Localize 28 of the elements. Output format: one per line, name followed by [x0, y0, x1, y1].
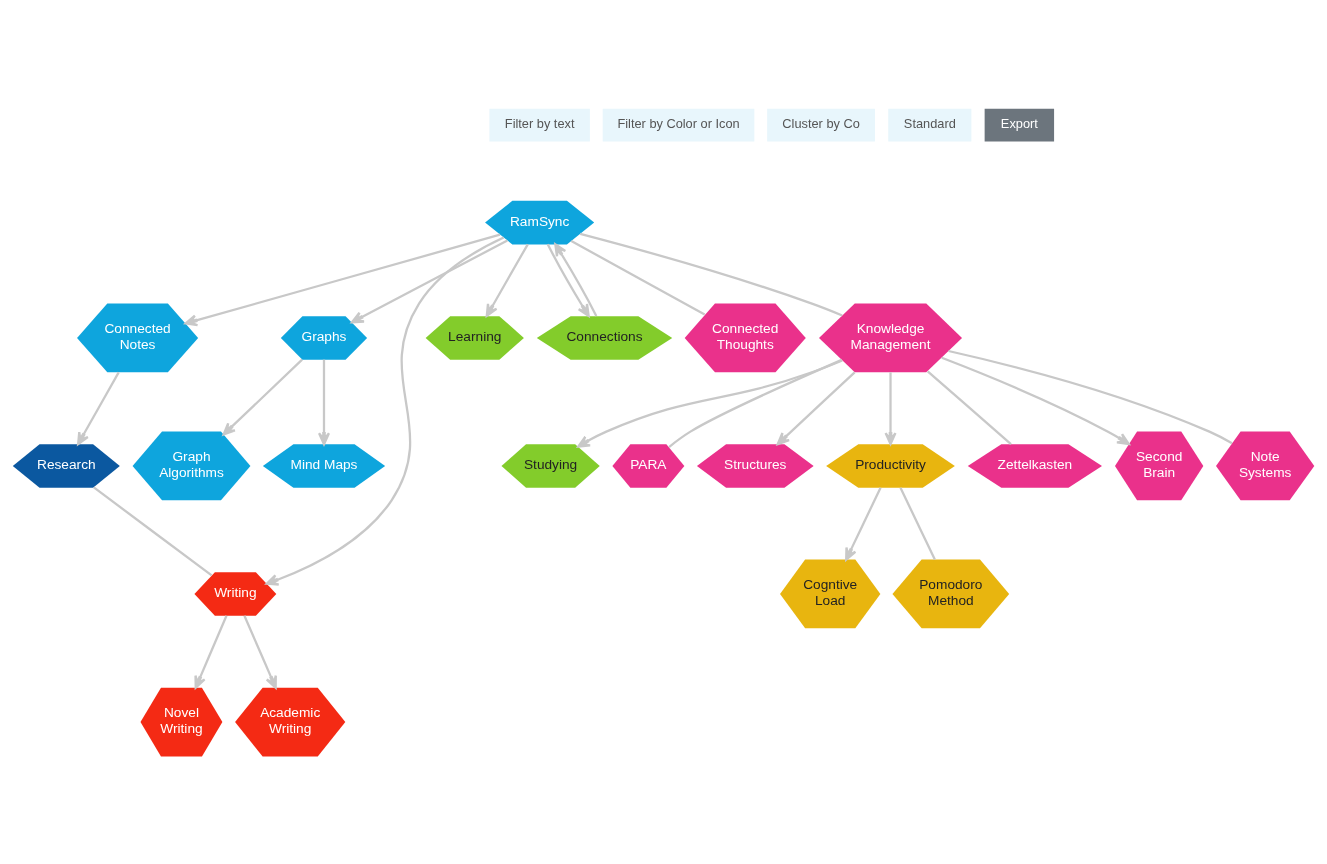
connector — [570, 239, 706, 316]
arrow — [485, 243, 529, 317]
arrow — [577, 358, 843, 448]
arrow — [184, 233, 501, 326]
arrow — [317, 359, 331, 445]
label: Cluster by Co — [782, 115, 860, 131]
arrow — [554, 242, 598, 316]
connector — [926, 370, 1012, 445]
arrow — [776, 371, 856, 445]
arrow — [941, 356, 1130, 445]
label: Export — [1000, 115, 1038, 131]
arrow — [77, 371, 120, 445]
connector — [948, 349, 1233, 444]
connector — [668, 358, 843, 448]
arrow — [222, 358, 303, 436]
label: Filter by text — [504, 115, 575, 131]
arrow — [243, 614, 277, 689]
arrow — [350, 239, 508, 323]
label: Filter by Color or Icon — [617, 115, 740, 131]
connector — [93, 486, 213, 576]
arrow — [884, 371, 897, 445]
arrow — [194, 614, 228, 689]
connector — [899, 486, 936, 560]
arrow — [546, 243, 590, 317]
arrow — [265, 236, 505, 586]
connector — [579, 232, 843, 316]
arrow — [845, 486, 882, 561]
label: Standard — [903, 115, 956, 131]
